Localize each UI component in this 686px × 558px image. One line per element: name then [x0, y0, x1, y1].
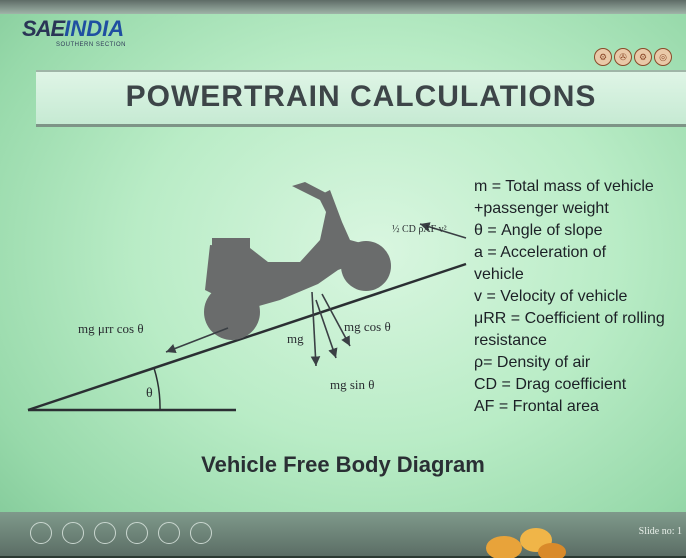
- logo-subtitle: SOUTHERN SECTION: [56, 42, 127, 48]
- legend-line: μRR = Coefficient of rolling: [474, 310, 665, 327]
- legend-line: v = Velocity of vehicle: [474, 288, 628, 305]
- mg-arrow: [310, 291, 321, 367]
- legend-line: +passenger weight: [474, 200, 609, 217]
- wheel-icon: ◎: [654, 48, 672, 66]
- saeindia-logo: SAEINDIA SOUTHERN SECTION: [22, 16, 126, 48]
- title-bar: POWERTRAIN CALCULATIONS: [36, 70, 686, 127]
- flower-decoration: [486, 528, 566, 558]
- mg-label: mg: [287, 331, 304, 346]
- logo-sae: SAE: [22, 16, 65, 41]
- mg-cos-arrow: [321, 293, 351, 347]
- logo-india: INDIA: [64, 16, 125, 41]
- drag-label: ½ CD ρAF v²: [392, 224, 447, 235]
- friction-arrow: [165, 327, 229, 354]
- legend-line: vehicle: [474, 266, 524, 283]
- top-frame: [0, 0, 686, 14]
- angle-arc: [153, 367, 161, 411]
- variable-legend: m = Total mass of vehicle +passenger wei…: [474, 176, 665, 418]
- slide-number: Slide no: 1: [638, 526, 682, 537]
- legend-line: m = Total mass of vehicle: [474, 178, 654, 195]
- angle-label: θ: [146, 386, 153, 401]
- mg-cos-label: mg cos θ: [344, 319, 391, 334]
- legend-line: θ = Angle of slope: [474, 222, 603, 239]
- drag-arrow: [419, 222, 467, 239]
- prev-slide-icon[interactable]: [30, 522, 52, 544]
- mg-sin-arrow: [315, 299, 338, 359]
- scooter-silhouette: [204, 182, 391, 340]
- zoom-icon[interactable]: [158, 522, 180, 544]
- steering-icon: ✇: [614, 48, 632, 66]
- slide-title: POWERTRAIN CALCULATIONS: [125, 80, 597, 113]
- next-slide-icon[interactable]: [62, 522, 84, 544]
- legend-line: resistance: [474, 332, 547, 349]
- slide-nav-icons: ⚙ ✇ ⚙ ◎: [594, 48, 672, 66]
- legend-line: ρ= Density of air: [474, 354, 591, 371]
- diagram-caption: Vehicle Free Body Diagram: [201, 452, 485, 477]
- legend-line: a = Acceleration of: [474, 244, 607, 261]
- mg-sin-label: mg sin θ: [330, 377, 375, 392]
- piston-icon: ⚙: [634, 48, 652, 66]
- more-options-icon[interactable]: [190, 522, 212, 544]
- slides-grid-icon[interactable]: [126, 522, 148, 544]
- slope-line: [27, 262, 467, 412]
- friction-label: mg μrr cos θ: [78, 321, 144, 336]
- gear-icon: ⚙: [594, 48, 612, 66]
- legend-line: CD = Drag coefficient: [474, 376, 627, 393]
- pen-icon[interactable]: [94, 522, 116, 544]
- legend-line: AF = Frontal area: [474, 398, 599, 415]
